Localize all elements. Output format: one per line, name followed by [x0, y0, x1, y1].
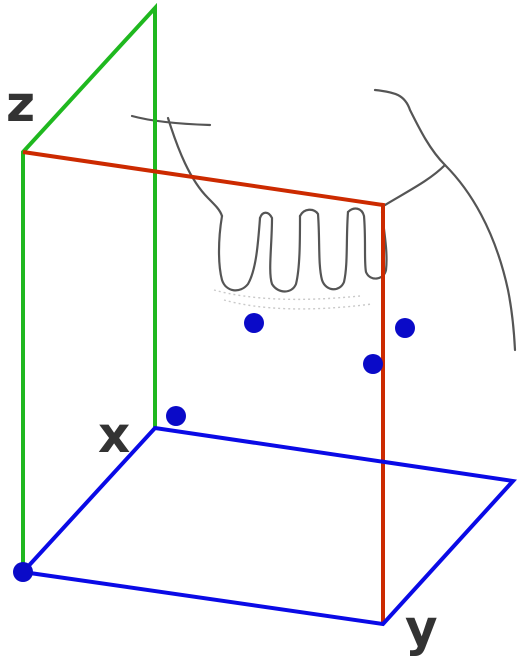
hand-sketch — [130, 88, 517, 352]
point-origin — [13, 562, 33, 582]
point — [395, 318, 415, 338]
x-axis-label: x — [98, 406, 130, 464]
z-axis-label: z — [6, 75, 35, 133]
y-plane-edge — [22, 150, 385, 624]
point — [166, 406, 186, 426]
x-plane-floor — [18, 425, 517, 627]
points-group — [13, 313, 415, 582]
point — [363, 354, 383, 374]
point — [244, 313, 264, 333]
y-axis-label: y — [405, 599, 438, 657]
z-plane-edge — [21, 2, 157, 572]
